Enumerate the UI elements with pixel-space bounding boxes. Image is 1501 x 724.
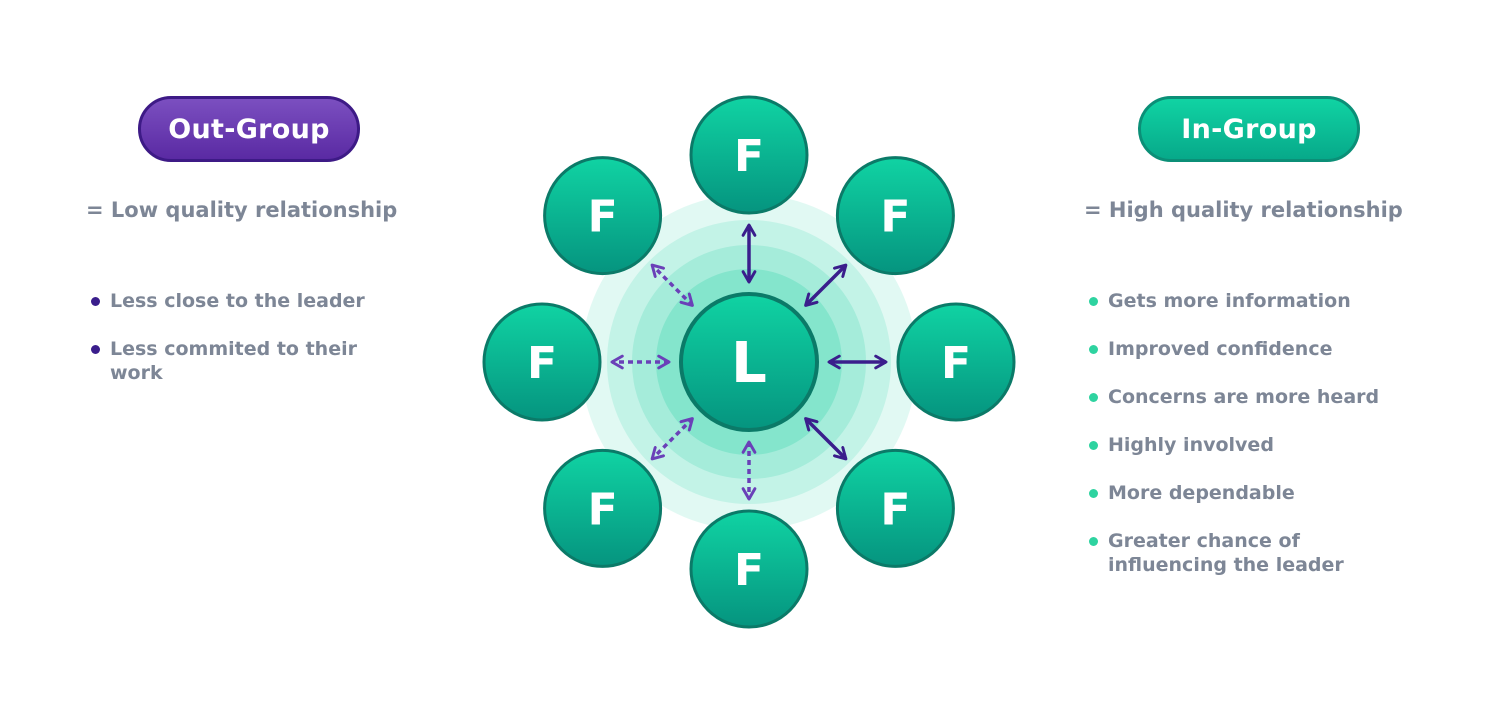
follower-label: F — [880, 484, 910, 535]
follower-label: F — [734, 545, 764, 596]
bullet-icon — [1089, 441, 1098, 450]
in-group-badge: In-Group — [1138, 96, 1360, 162]
bullet-icon — [91, 345, 100, 354]
follower-node: F — [543, 156, 663, 276]
follower-circle — [689, 95, 809, 215]
bullet-icon — [1089, 345, 1098, 354]
follower-circle — [896, 302, 1016, 422]
follower-node: F — [835, 156, 955, 276]
follower-label: F — [588, 484, 618, 535]
follower-circle — [689, 509, 809, 629]
dashed-double-arrow — [650, 263, 694, 307]
leader-node: L — [679, 292, 819, 432]
follower-label: F — [734, 131, 764, 182]
follower-label: F — [941, 338, 971, 389]
follower-node: F — [482, 302, 602, 422]
in-group-relation: = High quality relationship — [1084, 198, 1403, 222]
bullet-icon — [1089, 393, 1098, 402]
out-group-list: Less close to the leader Less commited t… — [88, 289, 408, 409]
bullet-icon — [1089, 489, 1098, 498]
list-item: Gets more information — [1086, 289, 1416, 313]
follower-circle — [482, 302, 602, 422]
in-group-list: Gets more information Improved confidenc… — [1086, 289, 1416, 601]
out-group-badge: Out-Group — [138, 96, 360, 162]
follower-node: F — [543, 448, 663, 568]
list-item: More dependable — [1086, 481, 1416, 505]
solid-double-arrow — [804, 417, 848, 461]
follower-node: F — [689, 509, 809, 629]
follower-node: F — [896, 302, 1016, 422]
list-item: Concerns are more heard — [1086, 385, 1416, 409]
follower-label: F — [588, 192, 618, 243]
list-item: Improved confidence — [1086, 337, 1416, 361]
solid-double-arrow — [804, 263, 848, 307]
bullet-icon — [1089, 297, 1098, 306]
list-item: Less close to the leader — [88, 289, 408, 313]
bullet-icon — [1089, 537, 1098, 546]
list-item: Highly involved — [1086, 433, 1416, 457]
follower-circle — [835, 448, 955, 568]
out-group-relation: = Low quality relationship — [86, 198, 398, 222]
follower-circle — [543, 156, 663, 276]
follower-node: F — [835, 448, 955, 568]
dashed-double-arrow — [650, 417, 694, 461]
leader-circle — [679, 292, 819, 432]
follower-circle — [835, 156, 955, 276]
follower-label: F — [527, 338, 557, 389]
follower-circle — [543, 448, 663, 568]
bullet-icon — [91, 297, 100, 306]
follower-node: F — [689, 95, 809, 215]
leader-label: L — [731, 331, 767, 396]
follower-label: F — [880, 192, 910, 243]
list-item: Greater chance of influencing the leader — [1086, 529, 1416, 577]
list-item: Less commited to their work — [88, 337, 408, 385]
